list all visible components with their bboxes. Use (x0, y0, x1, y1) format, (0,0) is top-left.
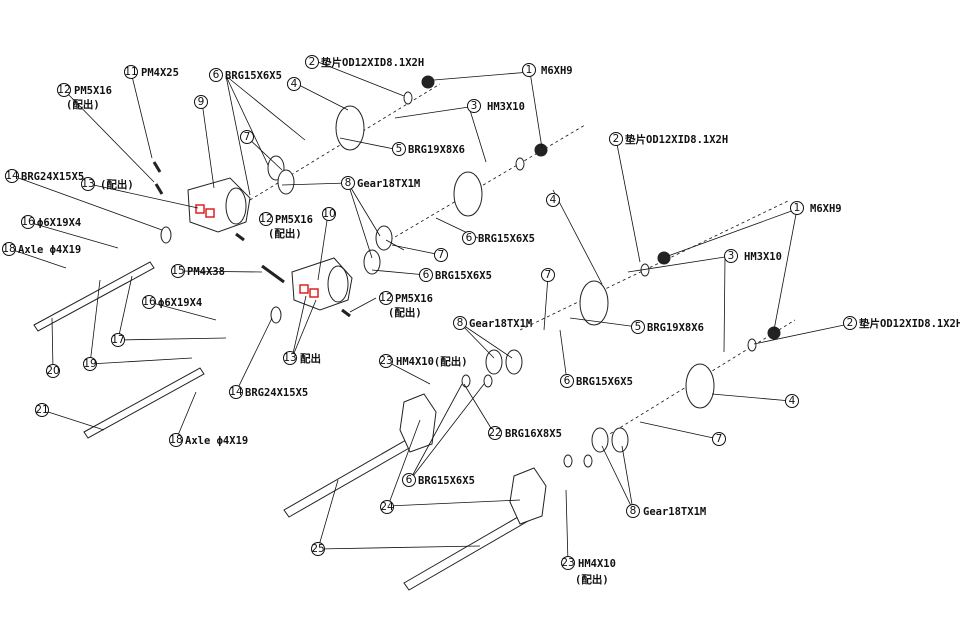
callout-8a-label: Gear18TX1M (357, 178, 420, 190)
callout-12a-peichu: (配出) (66, 98, 100, 111)
washers (160, 91, 757, 468)
callout-7c-number: 7 (545, 269, 552, 281)
callout-5a-label: BRG19X8X6 (408, 144, 465, 156)
callout-12c-number: 12 (379, 292, 392, 304)
callout-3b-label: HM3X10 (744, 251, 782, 263)
callout-12c-peichu: (配出) (388, 306, 422, 319)
callout-6c-number: 6 (423, 269, 430, 281)
callout-2c-label: 垫片OD12XID8.1X2H (859, 317, 960, 330)
callout-10-number: 10 (322, 208, 335, 220)
callout-12a-number: 12 (57, 84, 70, 96)
callout-16a-number: 16 (21, 216, 35, 228)
housing-10 (291, 257, 353, 311)
callout-8b-label: Gear18TX1M (469, 318, 532, 330)
callout-21-number: 21 (35, 404, 48, 416)
bolts (152, 161, 351, 318)
callout-15-label: PM4X38 (187, 266, 225, 278)
callout-11-label: PM4X25 (141, 67, 179, 79)
callout-12b-number: 12 (259, 213, 272, 225)
callout-2c-number: 2 (847, 317, 854, 329)
callout-24-number: 24 (380, 501, 394, 513)
callout-8c-number: 8 (630, 505, 637, 517)
callout-8c-label: Gear18TX1M (643, 506, 706, 518)
shafts (33, 83, 796, 591)
callout-7d-number: 7 (716, 433, 723, 445)
callout-8a-number: 8 (345, 177, 352, 189)
callout-4b-number: 4 (550, 194, 557, 206)
callout-6d-label: BRG15X6X5 (576, 376, 633, 388)
callout-22-number: 22 (488, 427, 501, 439)
callout-23b-label: HM4X10 (578, 558, 616, 570)
callout-14a-number: 14 (5, 170, 19, 182)
callout-1a-number: 1 (526, 64, 533, 76)
housing-9 (187, 177, 251, 233)
callout-18a-number: 18 (2, 243, 15, 255)
callout-1a-label: M6XH9 (541, 65, 573, 77)
callout-17-number: 17 (111, 334, 124, 346)
callout-13a-label: (配出) (100, 178, 134, 191)
housings-24 (399, 393, 547, 525)
callout-9-number: 9 (198, 96, 205, 108)
callout-5b-number: 5 (635, 321, 642, 333)
callout-16b-label: ϕ6X19X4 (158, 297, 202, 309)
callout-4c-number: 4 (789, 395, 796, 407)
callout-18b-label: Axle ϕ4X19 (185, 435, 248, 447)
callout-6e-number: 6 (406, 474, 413, 486)
callout-6e-label: BRG15X6X5 (418, 475, 475, 487)
callout-5a-number: 5 (396, 143, 403, 155)
callouts: 11 PM4X25 12 PM5X16 (配出) 6 BRG15X6X5 2 垫… (2, 55, 960, 586)
callout-15-number: 15 (171, 265, 184, 277)
callout-7b-number: 7 (438, 249, 445, 261)
callout-6d-number: 6 (564, 375, 571, 387)
callout-12b-label: PM5X16 (275, 214, 313, 226)
callout-23b-peichu: (配出) (575, 573, 609, 586)
callout-14a-label: BRG24X15X5 (21, 171, 84, 183)
callout-6b-label: BRG15X6X5 (478, 233, 535, 245)
callout-2b-number: 2 (613, 133, 620, 145)
callout-23a-label: HM4X10(配出) (396, 355, 468, 368)
callout-2a-label: 垫片OD12XID8.1X2H (321, 56, 424, 69)
callout-3b-number: 3 (728, 250, 735, 262)
callout-2a-number: 2 (309, 56, 316, 68)
callout-6a-number: 6 (213, 69, 220, 81)
callout-16b-number: 16 (142, 296, 156, 308)
gears-8 (267, 155, 629, 453)
callout-6c-label: BRG15X6X5 (435, 270, 492, 282)
callout-3a-number: 3 (471, 100, 478, 112)
callout-12c-label: PM5X16 (395, 293, 433, 305)
callout-18b-number: 18 (169, 434, 182, 446)
callout-6b-number: 6 (466, 232, 473, 244)
callout-12a-label: PM5X16 (74, 85, 112, 97)
callout-13a-number: 13 (81, 178, 94, 190)
callout-8b-number: 8 (457, 317, 464, 329)
callout-11-number: 11 (124, 66, 137, 78)
callout-25-number: 25 (311, 543, 324, 555)
nuts-1 (421, 75, 781, 340)
callout-3a-label: HM3X10 (487, 101, 525, 113)
callout-13b-number: 13 (283, 352, 296, 364)
callout-22-label: BRG16X8X5 (505, 428, 562, 440)
callout-1b-number: 1 (794, 202, 801, 214)
callout-2b-label: 垫片OD12XID8.1X2H (625, 133, 728, 146)
callout-23b-number: 23 (561, 557, 574, 569)
callout-19-number: 19 (83, 358, 96, 370)
callout-18a-label: Axle ϕ4X19 (18, 244, 81, 256)
callout-6a-label: BRG15X6X5 (225, 70, 282, 82)
callout-16a-label: ϕ6X19X4 (37, 217, 81, 229)
callout-14b-label: BRG24X15X5 (245, 387, 308, 399)
callout-7a-number: 7 (244, 131, 251, 143)
callout-20-number: 20 (46, 365, 59, 377)
callout-1b-label: M6XH9 (810, 203, 842, 215)
callout-23a-number: 23 (379, 355, 392, 367)
callout-5b-label: BRG19X8X6 (647, 322, 704, 334)
callout-4a-number: 4 (291, 78, 298, 90)
callout-14b-number: 14 (229, 386, 243, 398)
leader-lines (9, 61, 850, 564)
callout-12b-peichu: (配出) (268, 227, 302, 240)
callout-13b-label: 配出 (300, 352, 321, 365)
